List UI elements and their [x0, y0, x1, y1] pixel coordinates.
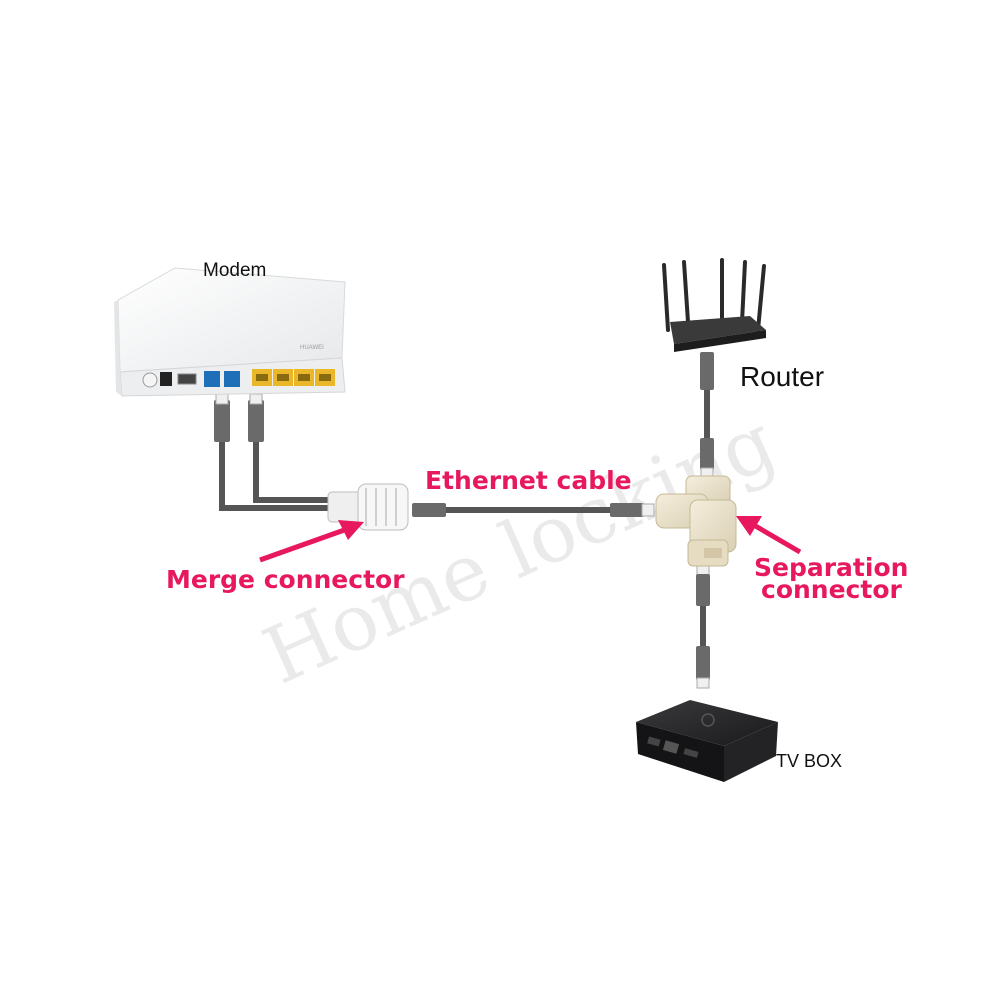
cables	[219, 387, 710, 679]
router-label: Router	[740, 361, 824, 392]
dc-jack	[160, 372, 172, 386]
modem-cable-right	[253, 437, 333, 503]
rj45-plug	[700, 352, 714, 390]
rj45-plug-head	[249, 393, 263, 405]
merge-arrow-line	[259, 525, 351, 563]
separation-connector-label-line1: Separation	[754, 553, 908, 582]
rj45-plug	[696, 646, 710, 680]
rj45-plug	[412, 503, 446, 517]
modem-brand-logo: HUAWEI	[300, 345, 324, 351]
rj45-plug-head	[215, 393, 229, 405]
usb-port	[177, 373, 197, 385]
separation-connector-label-line2: connector	[761, 575, 902, 604]
rj45-plug-head	[641, 503, 655, 517]
rj45-plugs	[214, 352, 714, 689]
merge-arrow-head	[338, 520, 364, 540]
merge-connector-device	[327, 483, 409, 531]
tvbox-device	[636, 700, 778, 782]
modem-label: Modem	[203, 260, 266, 281]
rj45-plug	[700, 438, 714, 470]
phone-port-blue	[204, 371, 220, 387]
separation-arrow-line	[750, 521, 802, 555]
tvbox-logo	[701, 713, 715, 727]
arrows	[259, 516, 802, 563]
rj45-plug	[610, 503, 644, 517]
rj45-plug-head	[696, 677, 710, 689]
rj45-plug	[696, 574, 710, 606]
power-button	[142, 372, 158, 388]
separation-connector-device	[655, 475, 737, 567]
rj45-plug	[248, 400, 264, 442]
tvbox-label: TV BOX	[776, 751, 842, 771]
modem-cable-left	[219, 437, 333, 511]
rj45-plug	[214, 400, 230, 442]
separation-arrow-head	[736, 516, 762, 536]
phone-port-blue	[224, 371, 240, 387]
router-device	[662, 258, 766, 352]
merge-connector-label: Merge connector	[166, 565, 405, 594]
ethernet-cable-label: Ethernet cable	[425, 466, 632, 495]
modem-device: HUAWEI	[114, 267, 346, 397]
